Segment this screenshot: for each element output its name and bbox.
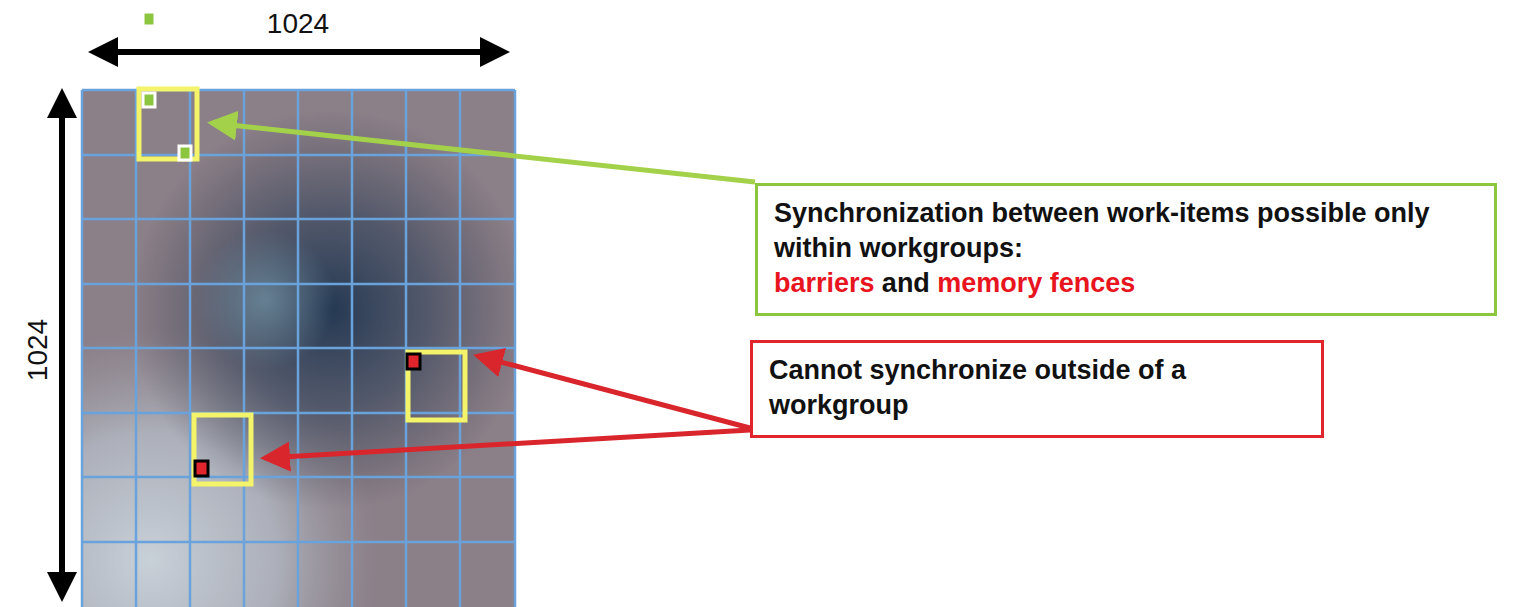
- callout-box: Cannot synchronize outside of a workgrou…: [750, 340, 1324, 438]
- workgroup-outlines: [139, 89, 465, 484]
- callout-box: Synchronization between work-items possi…: [755, 183, 1497, 316]
- keyword: barriers: [774, 268, 875, 298]
- width-dimension: 1024: [267, 8, 329, 40]
- height-dimension: 1024: [22, 319, 54, 381]
- keyword: memory fences: [937, 268, 1135, 298]
- work-items: [143, 12, 420, 476]
- callout-text: Synchronization between work-items possi…: [774, 196, 1480, 266]
- callout-text: Cannot synchronize outside of a workgrou…: [769, 355, 1186, 420]
- dimension-arrows: [47, 37, 510, 602]
- pointer-arrows: [212, 123, 755, 458]
- image-grid: [82, 90, 515, 607]
- callout-text: and: [882, 268, 930, 298]
